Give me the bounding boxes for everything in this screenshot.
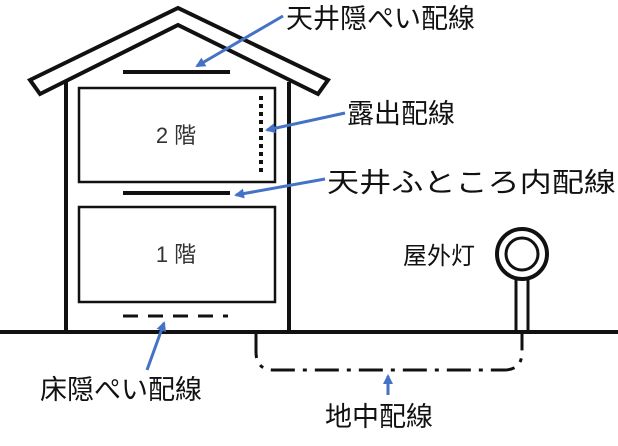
arrow-floor-concealed (145, 321, 166, 371)
second-floor-label: 2 階 (156, 123, 196, 148)
ceiling-concealed-label: 天井隠ぺい配線 (286, 4, 475, 34)
second-floor-room (77, 86, 277, 184)
house-walls (64, 82, 291, 331)
exposed-label: 露出配線 (347, 99, 455, 129)
arrow-ceiling-space (234, 177, 326, 199)
outdoor-light-label: 屋外灯 (403, 243, 475, 270)
underground-label: 地中配線 (325, 402, 433, 432)
ceiling-space-label: 天井ふところ内配線 (327, 168, 616, 198)
first-floor-label: 1 階 (156, 242, 196, 267)
first-floor-room (77, 205, 277, 304)
outdoor-light-icon (495, 227, 549, 281)
outdoor-light-pole (514, 280, 530, 332)
house-roof (26, 5, 332, 97)
underground-wiring (254, 334, 524, 372)
floor-concealed-label: 床隠ぺい配線 (40, 375, 202, 405)
arrow-exposed (265, 111, 346, 134)
arrow-ceiling-concealed (195, 14, 284, 68)
